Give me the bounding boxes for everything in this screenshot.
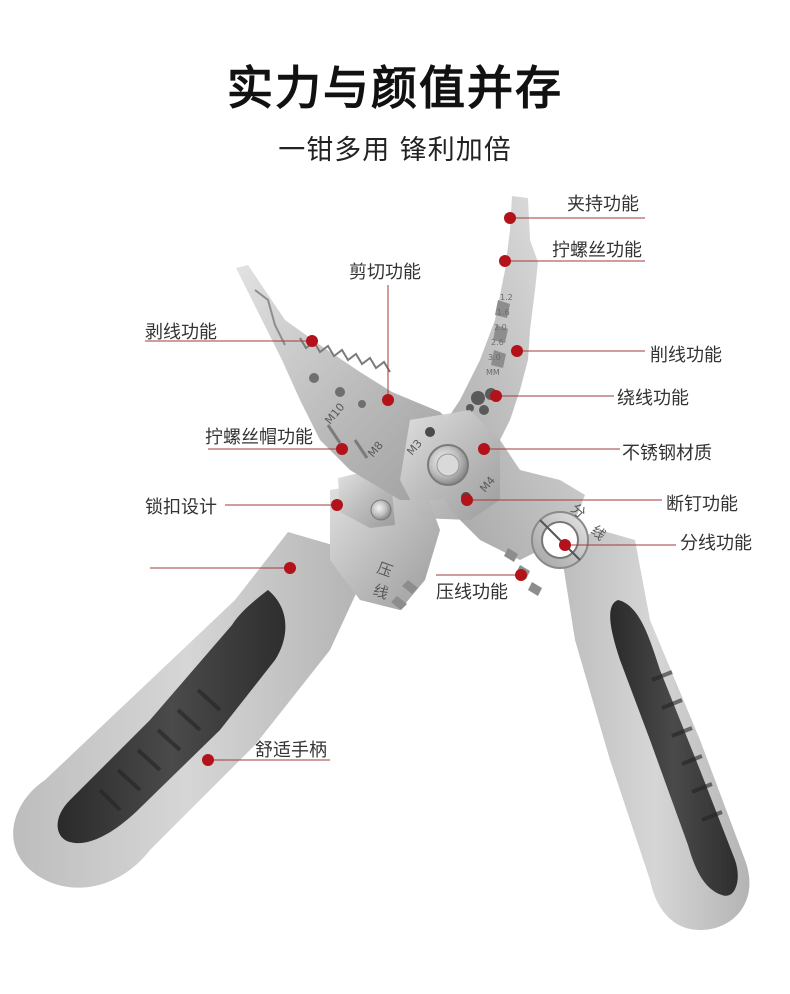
label-screw-thread: 拧螺丝功能 — [552, 240, 642, 261]
dot-winding — [490, 390, 502, 402]
crimp-stamp-2: 线 — [371, 581, 391, 603]
label-clamping: 夹持功能 — [567, 194, 639, 215]
dot-clamping — [504, 212, 516, 224]
dot-lock — [331, 499, 343, 511]
label-stainless: 不锈钢材质 — [622, 443, 712, 464]
label-winding: 绕线功能 — [617, 388, 689, 409]
gauge-3-0: 3.0 — [488, 353, 501, 362]
crimp-stamp-1: 压 — [375, 559, 395, 581]
dot-nail-cut — [461, 494, 473, 506]
dot-crimp — [515, 569, 527, 581]
dot-cutting — [382, 394, 394, 406]
leader-lines — [145, 217, 676, 761]
label-screw-cap: 拧螺丝帽功能 — [205, 427, 313, 448]
gauge-2-0: 2.0 — [494, 323, 507, 332]
pivot-plate: M3 M4 — [400, 410, 500, 520]
right-handle — [560, 530, 750, 930]
dot-shaving — [511, 345, 523, 357]
dot-stainless — [478, 443, 490, 455]
label-handle: 舒适手柄 — [255, 740, 327, 761]
dot-stripping — [306, 335, 318, 347]
dot-handle — [202, 754, 214, 766]
label-nail-cut: 断钉功能 — [666, 494, 738, 515]
marker-dots — [202, 212, 571, 766]
label-split-wire: 分线功能 — [680, 533, 752, 554]
page-subtitle: 一钳多用 锋利加倍 — [278, 135, 512, 166]
label-stripping: 剥线功能 — [145, 322, 217, 343]
dot-crimp-left — [284, 562, 296, 574]
left-handle — [13, 532, 361, 888]
gauge-2-6: 2.6 — [491, 338, 504, 347]
gauge-1-6: 1.6 — [497, 308, 510, 317]
gauge-scale: 1.2 1.6 2.0 2.6 3.0 MM — [486, 293, 513, 377]
label-shaving: 削线功能 — [650, 345, 722, 366]
dot-screw-thread — [499, 255, 511, 267]
dot-screw-cap — [336, 443, 348, 455]
label-crimp: 压线功能 — [436, 582, 508, 603]
label-cutting: 剪切功能 — [349, 262, 421, 283]
dot-split-wire — [559, 539, 571, 551]
label-lock: 锁扣设计 — [145, 497, 217, 518]
gauge-mm: MM — [486, 368, 500, 377]
gauge-1-2: 1.2 — [500, 293, 513, 302]
page-title: 实力与颜值并存 — [227, 61, 563, 115]
